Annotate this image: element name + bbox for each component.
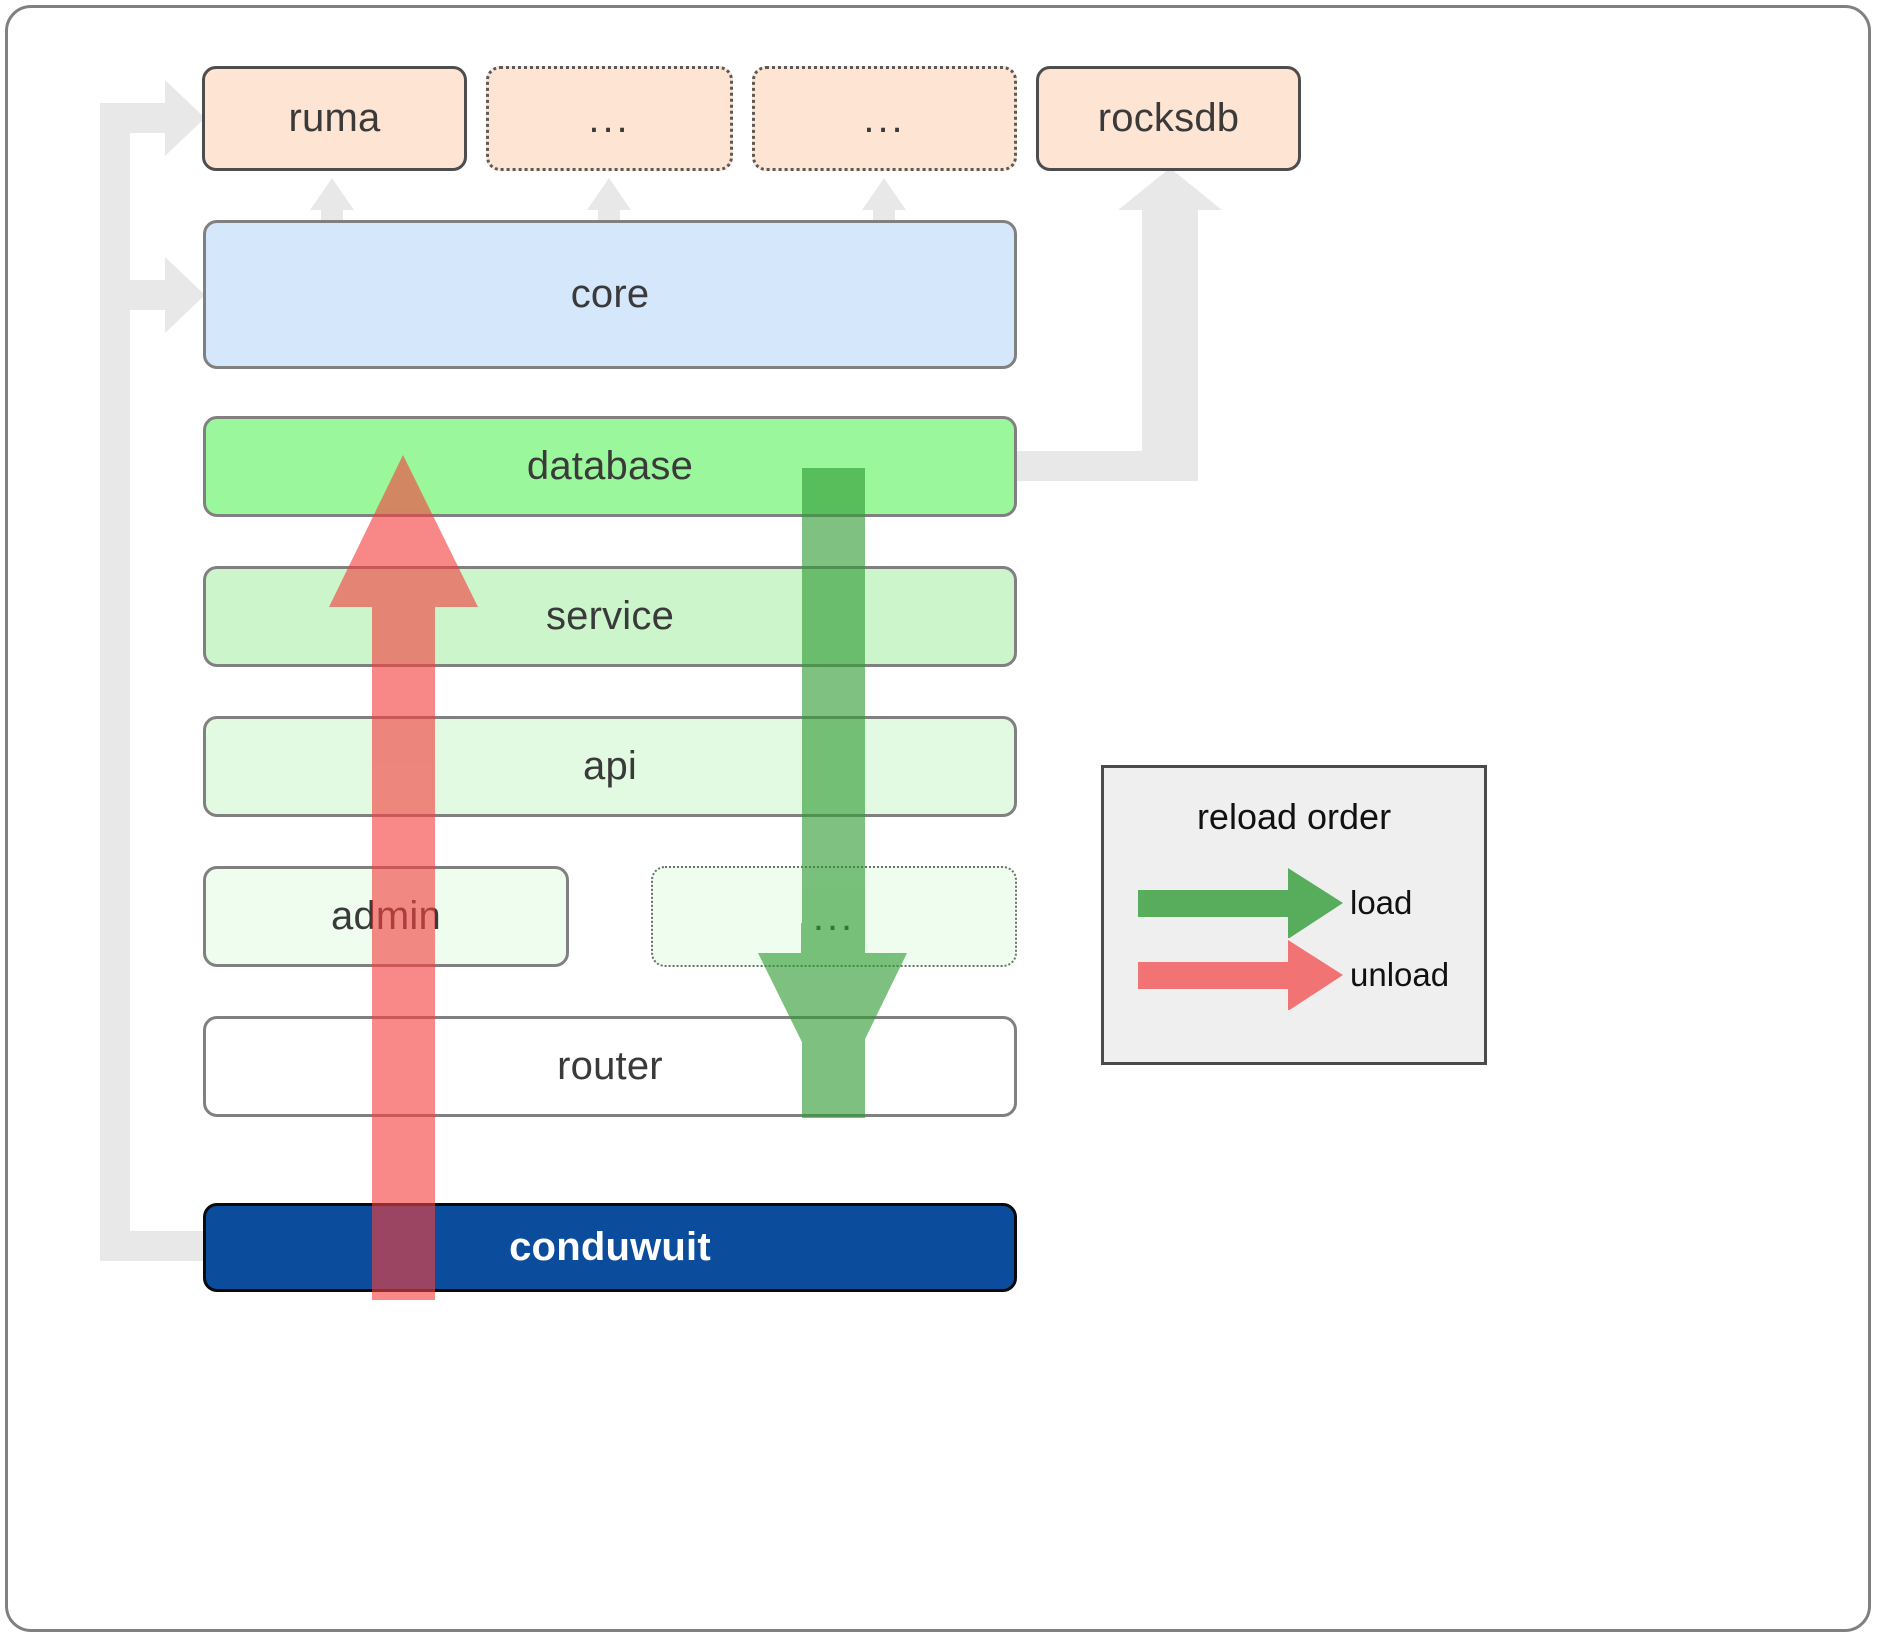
legend-label-unload: unload (1350, 956, 1450, 993)
node-router[interactable]: router (203, 1016, 1017, 1117)
node-service-placeholder[interactable]: ... (651, 866, 1017, 967)
node-service[interactable]: service (203, 566, 1017, 667)
node-dependency-placeholder-2-label: ... (863, 96, 906, 141)
legend-reload-order: reload order load unload (1101, 765, 1487, 1065)
node-core[interactable]: core (203, 220, 1017, 369)
node-dependency-placeholder-1-label: ... (588, 96, 631, 141)
legend-label-load: load (1350, 884, 1413, 921)
node-api[interactable]: api (203, 716, 1017, 817)
node-service-label: service (545, 594, 675, 638)
node-service-placeholder-label: ... (812, 894, 856, 939)
node-rocksdb-label: rocksdb (1097, 96, 1240, 140)
node-rocksdb[interactable]: rocksdb (1036, 66, 1301, 171)
node-conduwuit[interactable]: conduwuit (203, 1203, 1017, 1292)
node-ruma-label: ruma (288, 96, 381, 140)
node-router-label: router (557, 1044, 663, 1088)
node-dependency-placeholder-1[interactable]: ... (486, 66, 733, 171)
legend-row-load: load (1104, 868, 1484, 938)
node-api-label: api (583, 744, 637, 788)
legend-title: reload order (1196, 796, 1392, 837)
node-admin-label: admin (331, 894, 441, 938)
unload-arrow-icon (1138, 940, 1343, 1010)
legend-row-unload: unload (1104, 940, 1484, 1010)
node-database-label: database (526, 444, 694, 488)
node-conduwuit-label: conduwuit (509, 1225, 711, 1269)
node-ruma[interactable]: ruma (202, 66, 467, 171)
node-core-label: core (570, 272, 650, 316)
node-database[interactable]: database (203, 416, 1017, 517)
load-arrow-icon (1138, 868, 1343, 938)
node-admin[interactable]: admin (203, 866, 569, 967)
node-dependency-placeholder-2[interactable]: ... (752, 66, 1017, 171)
